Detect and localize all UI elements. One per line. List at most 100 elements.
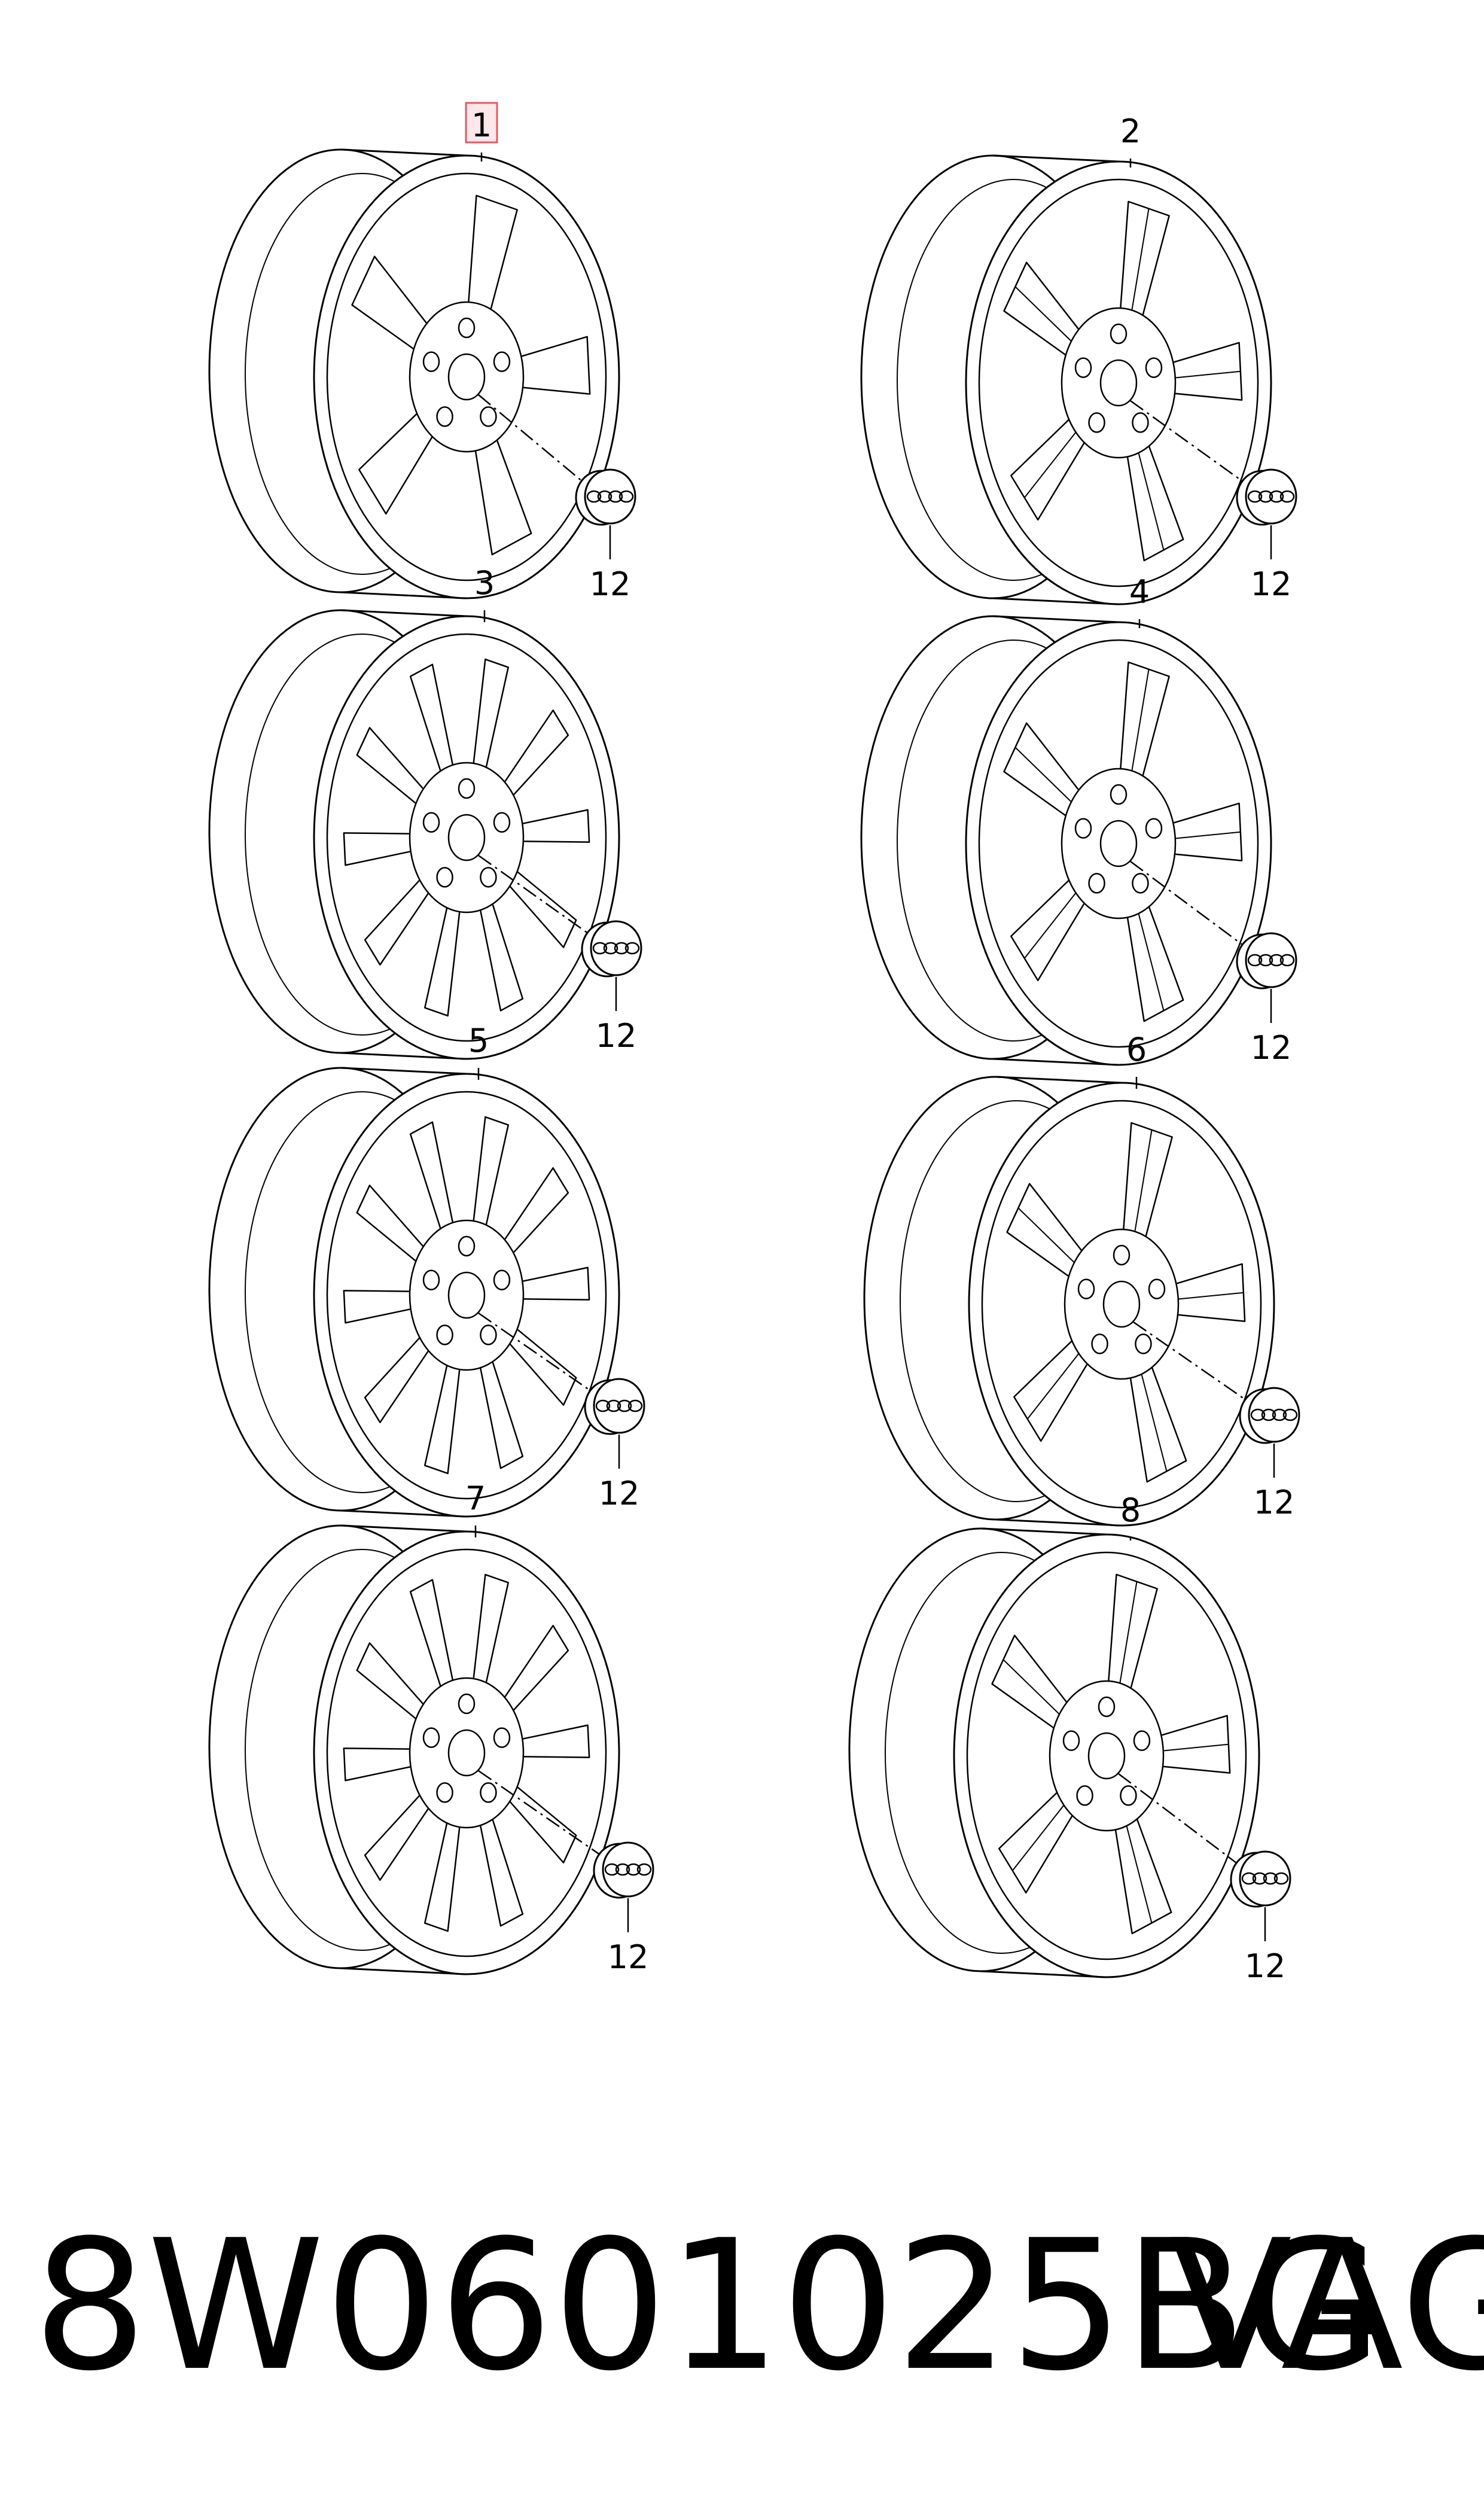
barrel-top [340,1067,467,1075]
item-label: 8 [1120,1491,1141,1529]
item-label: 1 [471,106,492,144]
part-number: 8W0601025BG [33,2202,1383,2410]
rim-flange [978,639,1259,1048]
lug-hole [1110,323,1128,345]
wheel-2: 12 2 [860,112,1297,605]
lug-hole [493,1269,511,1290]
four-rings-logo [595,1399,611,1412]
item-label: 6 [1126,1031,1147,1068]
cap-face [584,468,636,525]
lug-hole [458,317,476,339]
four-rings-logo [1269,490,1284,503]
barrel-bottom [992,1058,1119,1066]
lug-hole [1088,873,1105,894]
rim-flange [326,1548,607,1957]
lug-hole [458,778,476,799]
lug-hole [436,1782,453,1803]
lug-hole [1132,873,1149,894]
four-rings-logo [1279,490,1295,503]
four-rings-logo [608,490,623,503]
rim-flange [978,178,1259,587]
barrel-bottom [995,1518,1122,1527]
four-rings-logo [1252,1872,1267,1885]
wheel-7: 127 [208,1479,654,1976]
wheel-4: 124 [860,573,1297,1067]
four-rings-logo [603,942,618,955]
lug-hole [422,1727,440,1748]
cap-face [1248,1387,1300,1443]
four-rings-logo [1258,954,1273,967]
lug-hole [493,812,511,833]
wheel-1: 121 [208,102,636,603]
four-rings-logo [1261,1408,1276,1421]
lug-hole [1145,357,1163,378]
center-cap-12 [584,1378,645,1435]
barrel-top [340,1524,467,1533]
lug-hole [436,1325,453,1345]
four-rings-logo [606,1399,621,1412]
center-bore [1099,820,1138,867]
barrel-bottom [340,1967,467,1975]
cap-face [1245,932,1297,988]
center-cap-12 [1236,932,1297,989]
four-rings-logo [614,942,629,955]
center-bore [447,1271,486,1319]
lug-hole [1132,412,1149,433]
lug-hole [422,812,440,833]
four-rings-logo [617,1399,632,1412]
lug-hole [422,351,440,372]
lug-hole [1091,1333,1108,1354]
footer: 8W0601025BG VAG [33,2202,1484,2410]
cap-item-label: 12 [1251,565,1292,603]
lug-hole [1077,1278,1095,1299]
item-label: 2 [1120,112,1141,150]
rim-flange [326,1091,607,1500]
wheel-8: 12 8 [848,1491,1291,1985]
lug-hole [1076,1785,1093,1806]
center-bore [447,353,486,401]
lug-hole [480,1325,497,1345]
cap-face [1239,1850,1291,1907]
four-rings-logo [636,1863,652,1876]
cap-item-label: 12 [1245,1947,1286,1985]
cap-leader-line [1130,400,1248,486]
barrel-top [980,1527,1107,1536]
four-rings-logo [1272,1408,1287,1421]
barrel-bottom [992,597,1119,605]
four-rings-logo [604,1863,620,1876]
lug-hole [493,351,511,372]
lug-hole [1074,357,1092,378]
cap-item-label: 12 [1254,1484,1295,1521]
center-bore [447,814,486,861]
four-rings-logo [1279,954,1295,967]
four-rings-logo [1263,1872,1278,1885]
center-bore [1087,1732,1126,1780]
rim-flange [981,1100,1262,1509]
wheel-6: 12 6 [863,1031,1300,1527]
lug-hole [1135,1333,1152,1354]
center-cap-12 [1230,1850,1291,1908]
barrel-bottom [340,1509,467,1518]
cap-face [602,1841,654,1898]
wheel-3: 123 [208,564,642,1060]
lug-hole [1062,1730,1080,1751]
barrel-top [995,1076,1122,1084]
four-rings-logo [1247,490,1263,503]
rim-flange [326,633,607,1042]
cap-leader-line [478,854,593,937]
center-cap-12 [593,1841,654,1899]
barrel-top [340,148,467,157]
item-highlight-box [465,102,498,144]
four-rings-logo [624,942,640,955]
lug-hole [458,1693,476,1715]
four-rings-logo [615,1863,630,1876]
lug-hole [480,406,497,427]
center-cap-12 [581,920,642,978]
lug-hole [493,1727,511,1748]
four-rings-logo [618,490,634,503]
barrel-bottom [340,591,467,599]
lug-hole [1120,1785,1137,1806]
lug-hole [1145,818,1163,839]
brand-name: VAG [1169,2202,1484,2410]
lug-hole [1133,1730,1151,1751]
